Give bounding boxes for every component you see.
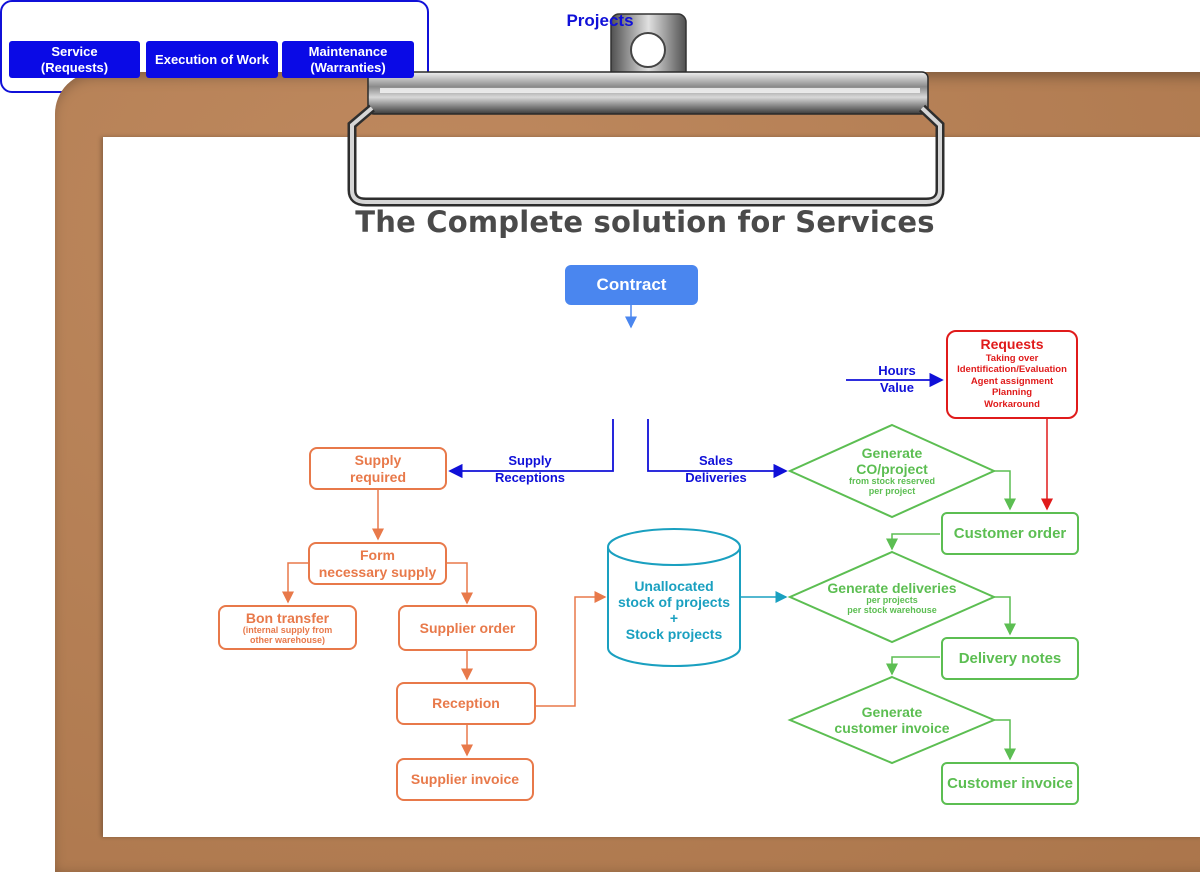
request-item: Workaround <box>984 398 1040 410</box>
page-title: The Complete solution for Services <box>355 205 935 239</box>
delivery-notes-box: Delivery notes <box>941 637 1079 680</box>
service-requests-box: Service(Requests) <box>9 41 140 78</box>
generate-deliveries-label: Generate deliveries per projects per sto… <box>827 580 957 616</box>
paper-sheet <box>103 137 1200 837</box>
bon-transfer-box: Bon transfer (internal supply from other… <box>218 605 357 650</box>
clipboard-clip-icon <box>347 13 945 207</box>
generate-deliveries-diamond <box>787 550 997 644</box>
projects-box: Projects Service(Requests) Execution of … <box>0 0 634 93</box>
contract-box: Contract <box>565 265 698 305</box>
execution-of-work-box: Execution of Work <box>146 41 278 78</box>
projects-title: Projects <box>566 11 634 30</box>
reception-box: Reception <box>396 682 536 725</box>
customer-order-box: Customer order <box>941 512 1079 555</box>
requests-box: Requests Taking over Identification/Eval… <box>946 330 1078 419</box>
customer-invoice-box: Customer invoice <box>941 762 1079 805</box>
requests-title: Requests <box>980 336 1044 352</box>
request-item: Identification/Evaluation <box>957 364 1067 376</box>
supplier-order-box: Supplier order <box>398 605 537 651</box>
maintenance-warranties-box: Maintenance(Warranties) <box>282 41 414 78</box>
stock-cylinder <box>607 528 741 667</box>
generate-invoice-diamond <box>787 675 997 765</box>
request-item: Agent assignment <box>970 375 1054 387</box>
generate-co-diamond <box>787 423 997 519</box>
flow-connectors <box>282 305 1053 765</box>
supplier-invoice-box: Supplier invoice <box>396 758 534 801</box>
request-item: Planning <box>991 387 1033 399</box>
request-item: Taking over <box>985 353 1039 365</box>
